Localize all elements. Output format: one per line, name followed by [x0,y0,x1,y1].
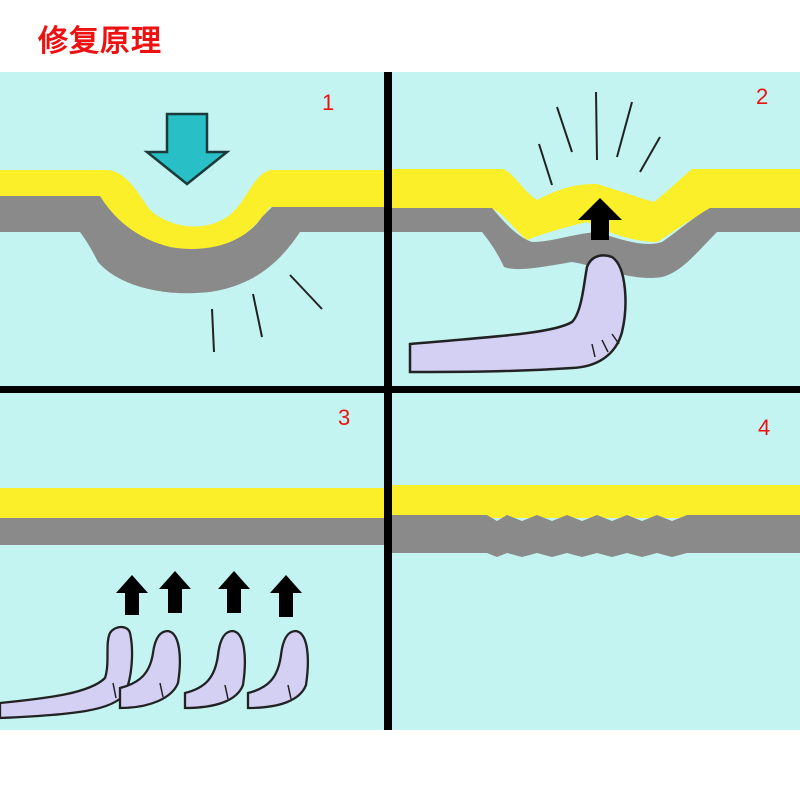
paint-layer [0,488,384,521]
steps-grid: 1 2 [0,72,800,730]
tool-grip-marks [112,682,292,700]
repair-tool [183,629,247,710]
repair-tool [408,254,627,374]
up-arrow-icon [218,571,250,613]
body-layer [0,518,384,545]
repair-tools [0,625,310,720]
push-illustration [392,91,800,374]
down-arrow-icon [143,112,231,186]
tool-grip-marks [591,333,620,358]
step-panel-1: 1 [0,72,384,386]
step-panel-4: 4 [392,393,800,730]
step-number-1: 1 [322,90,335,115]
vibration-lines [538,91,661,186]
repair-tool [118,629,181,710]
paint-layer [392,485,800,518]
step-number-3: 3 [338,405,351,430]
step-number-2: 2 [756,84,769,109]
vibration-lines [211,274,323,353]
paint-layer [0,170,384,257]
restored-illustration [392,485,800,557]
body-layer [392,515,800,557]
up-arrow-icon [270,575,302,617]
up-arrow-icon [578,198,622,240]
up-arrow-icon [116,575,148,615]
step-panel-3: 3 [0,393,384,730]
page-title: 修复原理 [38,24,162,59]
body-layer [392,208,800,279]
up-arrows [116,571,302,617]
step-number-4: 4 [758,415,771,440]
step-panel-2: 2 [392,72,800,386]
repair-tool [246,629,310,710]
up-arrow-icon [159,571,191,613]
repair-tool [0,625,134,720]
dent-illustration [0,112,384,353]
multi-push-illustration [0,488,384,720]
body-layer [0,196,384,294]
